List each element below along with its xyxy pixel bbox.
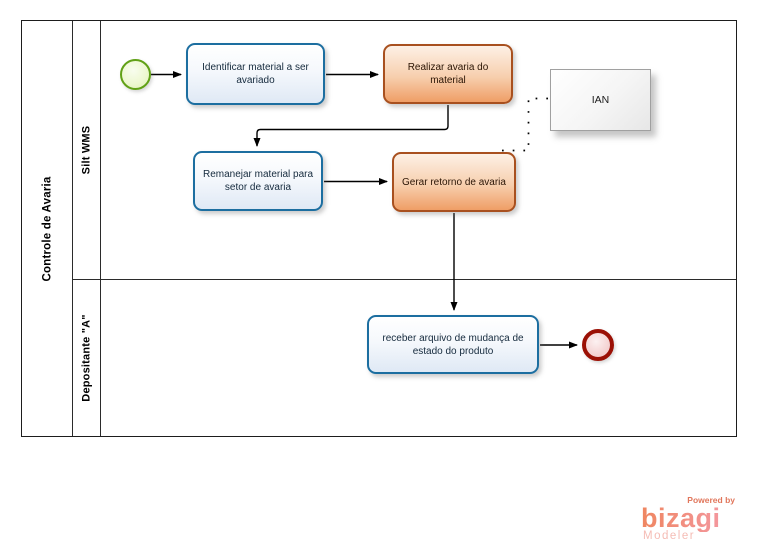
lane-depositante-a-label: Depositante "A" [80,314,93,402]
task-identificar-material[interactable]: Identificar material a ser avariado [186,43,325,105]
lane-label-cell-depositante-a[interactable]: Depositante "A" [73,279,101,436]
task-remanejar-material[interactable]: Remanejar material para setor de avaria [193,151,323,211]
lane-depositante-a[interactable]: Depositante "A" [73,278,736,436]
data-object-ian-label: IAN [591,94,610,106]
pool-title: Controle de Avaria [41,176,53,281]
lane-label-cell-silt-wms[interactable]: Silt WMS [73,21,101,279]
data-object-ian[interactable]: IAN [550,69,651,131]
task-remanejar-material-label: Remanejar material para setor de avaria [202,169,314,193]
pool-header[interactable]: Controle de Avaria [22,21,73,436]
lane-silt-wms[interactable]: Silt WMS [73,21,736,279]
end-event[interactable] [582,329,614,361]
start-event[interactable] [120,59,151,90]
bizagi-logo: Powered by bizagi Modeler [641,495,745,542]
lane-container: Silt WMS Depositante "A" [73,21,736,436]
lane-silt-wms-label: Silt WMS [80,125,93,175]
task-gerar-retorno[interactable]: Gerar retorno de avaria [392,152,516,212]
task-realizar-avaria[interactable]: Realizar avaria do material [383,44,513,104]
task-realizar-avaria-label: Realizar avaria do material [407,62,489,86]
powered-by-text: Powered by [687,495,735,505]
task-gerar-retorno-label: Gerar retorno de avaria [402,176,506,188]
bizagi-brand-text: bizagi [641,505,745,532]
task-identificar-material-label: Identificar material a ser avariado [202,62,309,86]
modeler-text: Modeler [643,530,696,542]
task-receber-arquivo-label: receber arquivo de mudança de estado do … [382,332,524,357]
task-receber-arquivo[interactable]: receber arquivo de mudança de estado do … [367,315,539,374]
